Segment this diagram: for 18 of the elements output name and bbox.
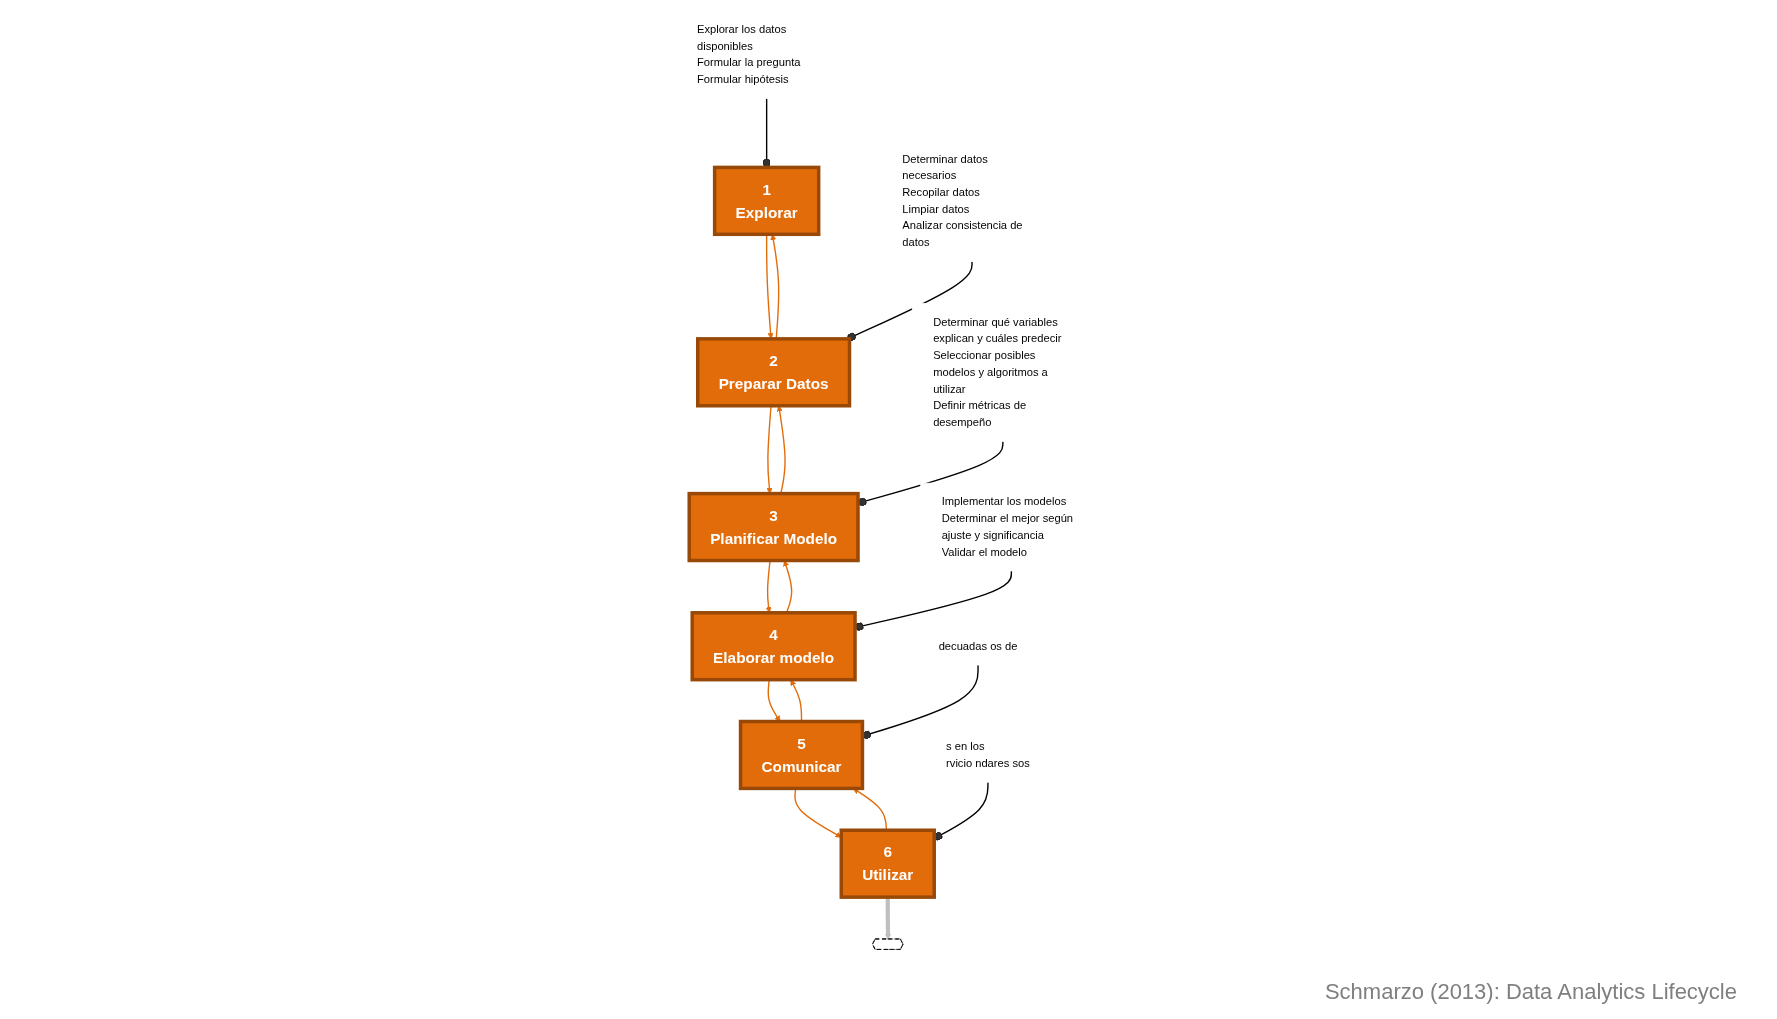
connector (846, 260, 973, 342)
node-box: 1 Explorar (712, 165, 820, 237)
node-text: s en los rvicio ndares sos (945, 740, 1030, 769)
node-box: 6 Utilizar (839, 828, 936, 899)
node-text: decuadas os de (938, 639, 1017, 652)
node-box: 3 Planificar Modelo (687, 491, 860, 563)
arrow (765, 405, 772, 494)
node-text: Implementar los modelos Determinar el mejor según ajuste y significancia Validar el modelo (941, 495, 1073, 558)
arrow (884, 897, 891, 940)
arrow (852, 788, 887, 831)
arrow (767, 679, 780, 722)
node-box: 5 Comunicar (738, 719, 864, 791)
node-text: Determinar datos necesarios Recopilar datos Limpiar datos Analizar consistencia de datos (901, 152, 1023, 249)
node-text: Explorar los datos disponibles Formular la pregunta Formular hipótesis (696, 23, 800, 86)
caption: Schmarzo (2013): Data Analytics Lifecycle (1324, 979, 1737, 1005)
node-box: 4 Elaborar modelo (689, 611, 857, 682)
node-box: 2 Preparar Datos (695, 337, 851, 408)
node-text: Determinar qué variables explican y cuáles predecir Seleccionar posibles modelos y algoritmos a utilizar Definir métricas de desempeño (932, 315, 1061, 429)
